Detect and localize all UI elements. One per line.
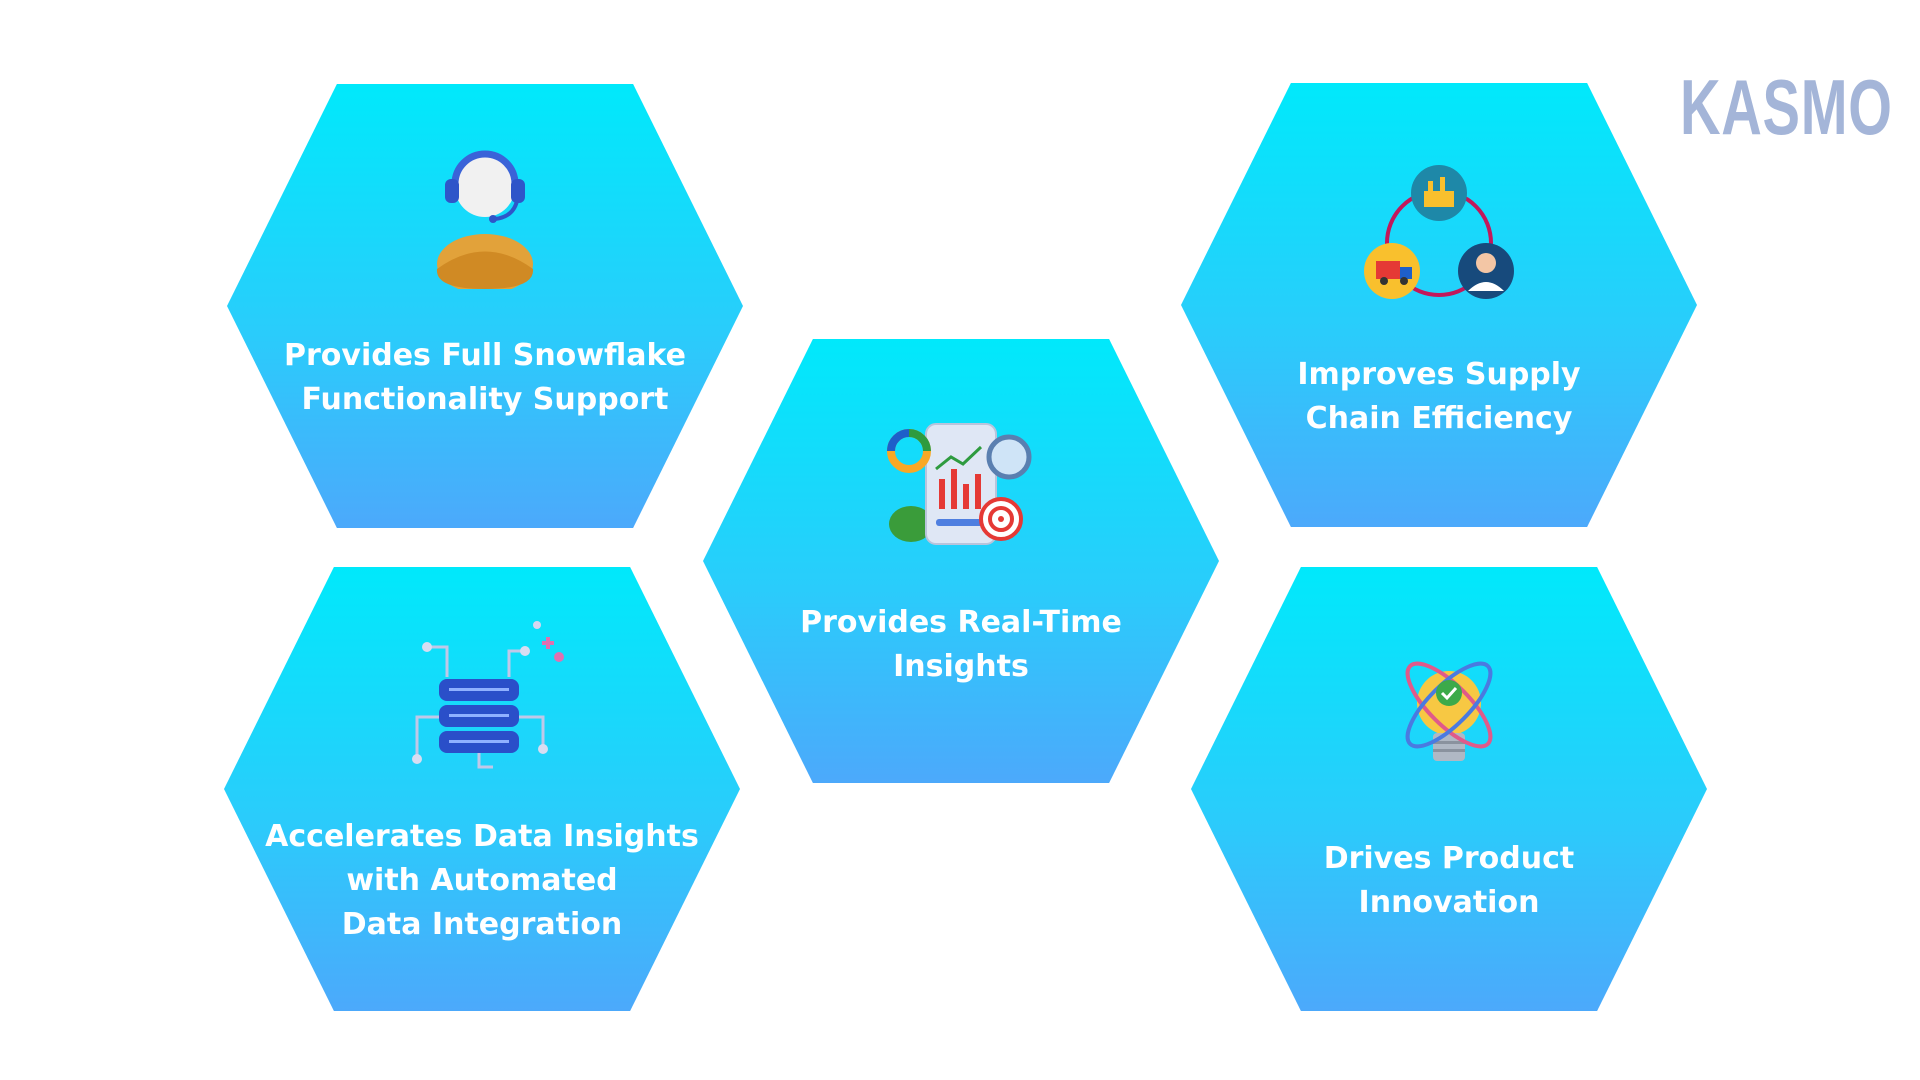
hexagon-label: Provides Real-Time Insights: [800, 605, 1122, 684]
hexagon-label: Improves Supply Chain Efficiency: [1297, 357, 1581, 436]
hexagon-product-innovation: Drives Product Innovation: [1191, 567, 1707, 1011]
hexagon-real-time-insights: Provides Real-Time Insights: [703, 339, 1219, 783]
brand-logo: KASMO: [1680, 63, 1893, 151]
hexagon-automated-data-integration: Accelerates Data Insights with Automated…: [224, 567, 740, 1011]
hexagon-supply-chain-efficiency: Improves Supply Chain Efficiency: [1181, 83, 1697, 527]
database-server-icon: [397, 617, 567, 781]
hexagon-label: Provides Full Snowflake Functionality Su…: [284, 338, 686, 417]
hexagon-full-snowflake-support: Provides Full Snowflake Functionality Su…: [227, 84, 743, 528]
analytics-phone-icon: [881, 419, 1041, 553]
supply-chain-cycle-icon: [1364, 163, 1514, 317]
hexagon-label: Accelerates Data Insights with Automated…: [265, 819, 699, 942]
hexagon-label: Drives Product Innovation: [1323, 841, 1575, 920]
support-agent-icon: [425, 139, 545, 294]
lightbulb-atom-icon: [1389, 645, 1509, 789]
